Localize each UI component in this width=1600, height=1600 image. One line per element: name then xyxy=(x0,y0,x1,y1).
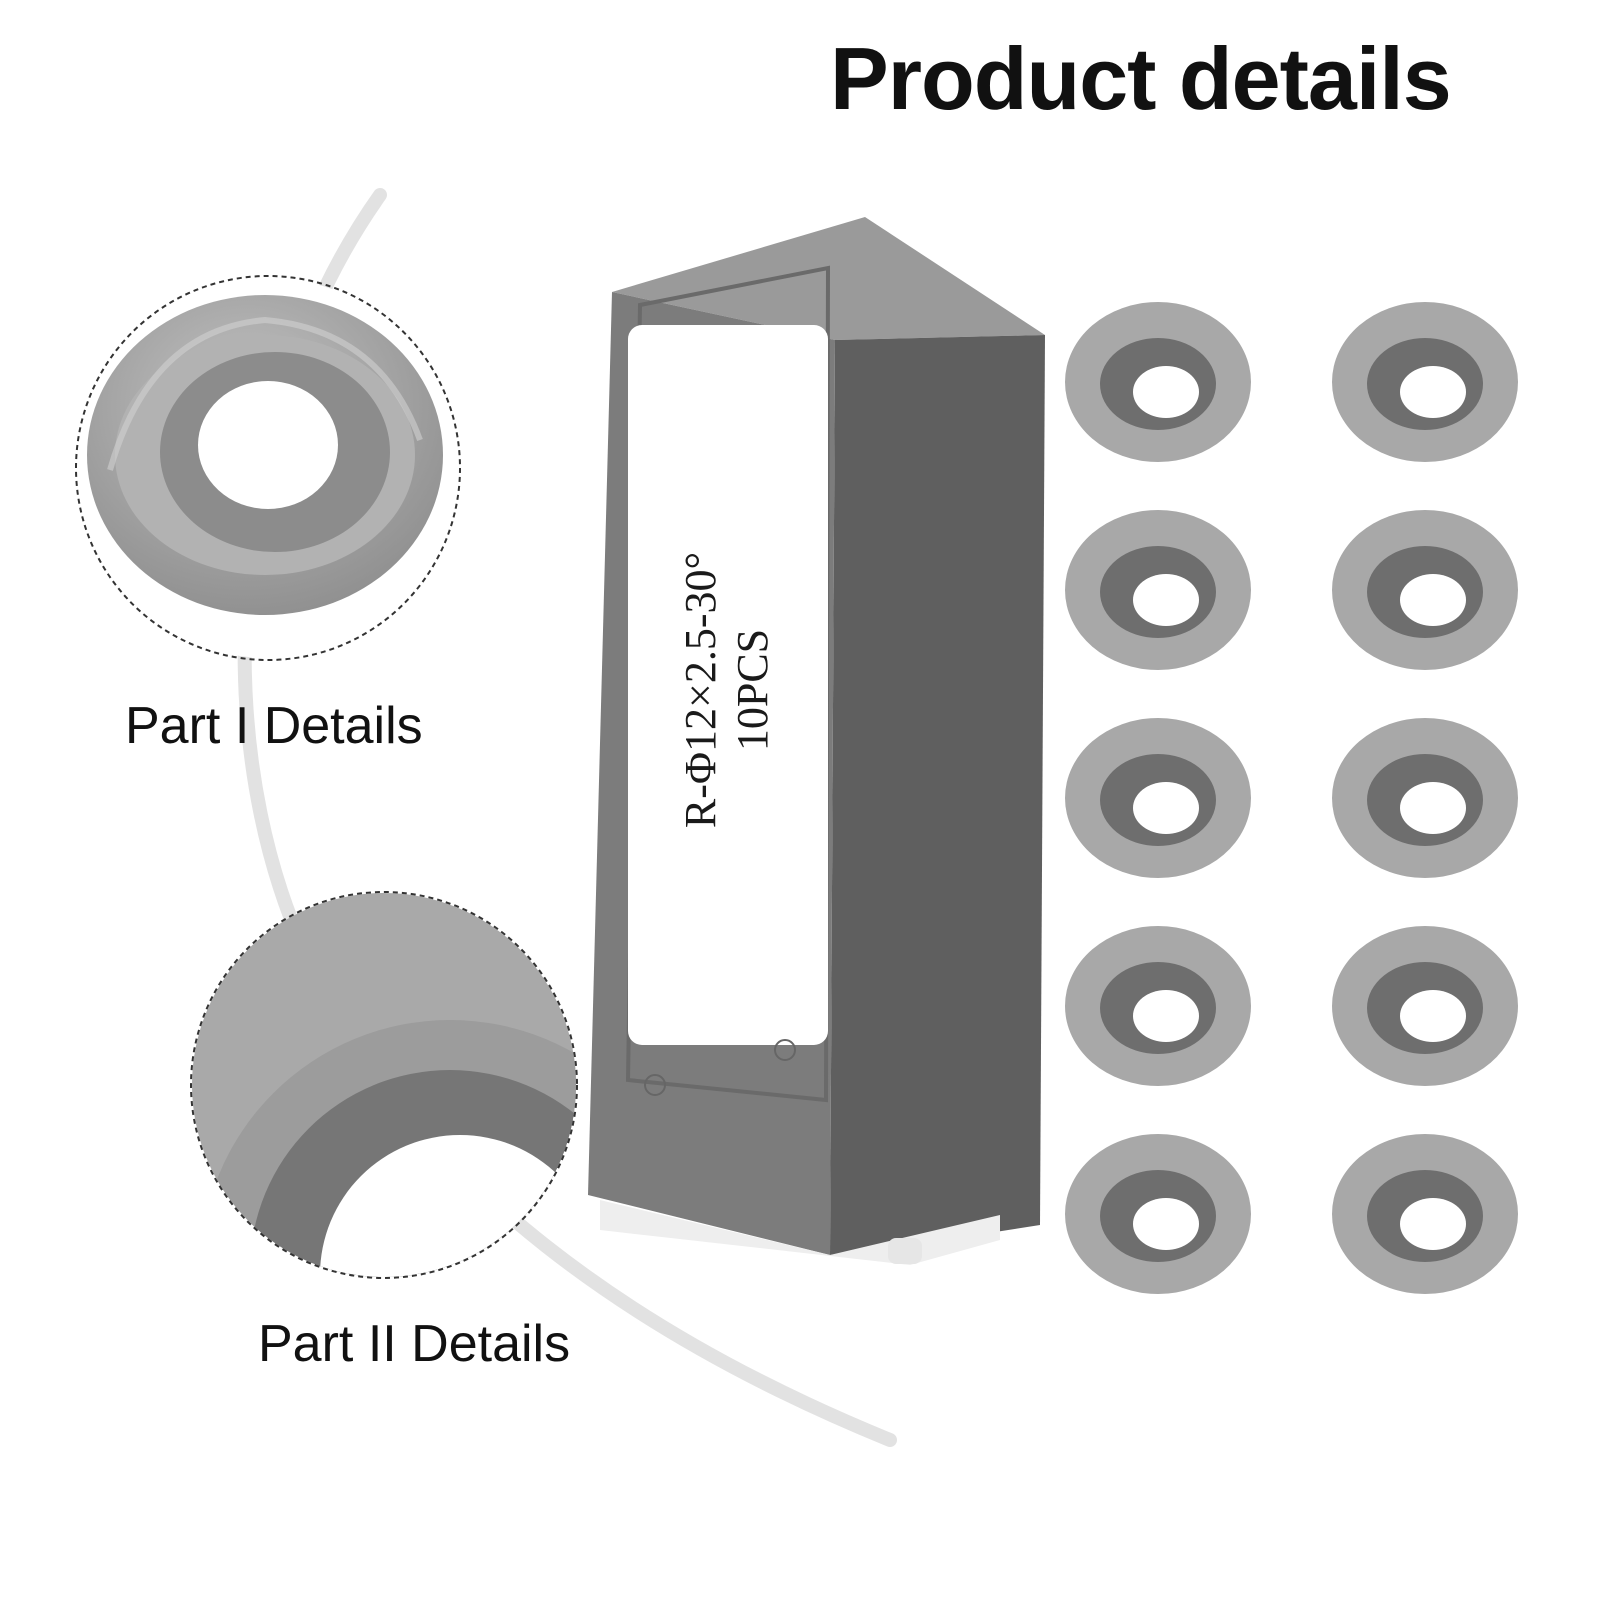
carbide-insert xyxy=(1332,302,1518,462)
carbide-insert xyxy=(1065,302,1251,462)
carbide-insert xyxy=(1065,510,1251,670)
carbide-insert xyxy=(1332,718,1518,878)
part-1-detail-image xyxy=(75,275,461,661)
carbide-insert xyxy=(1332,510,1518,670)
part-2-caption: Part II Details xyxy=(258,1315,571,1373)
carbide-insert xyxy=(1065,1134,1251,1294)
package-box xyxy=(588,217,1045,1265)
page-title: Product details xyxy=(830,29,1452,128)
carbide-insert xyxy=(1065,926,1251,1086)
part-1-caption: Part I Details xyxy=(125,697,423,755)
carbide-insert xyxy=(1332,1134,1518,1294)
carbide-insert xyxy=(1332,926,1518,1086)
carbide-insert xyxy=(1065,718,1251,878)
